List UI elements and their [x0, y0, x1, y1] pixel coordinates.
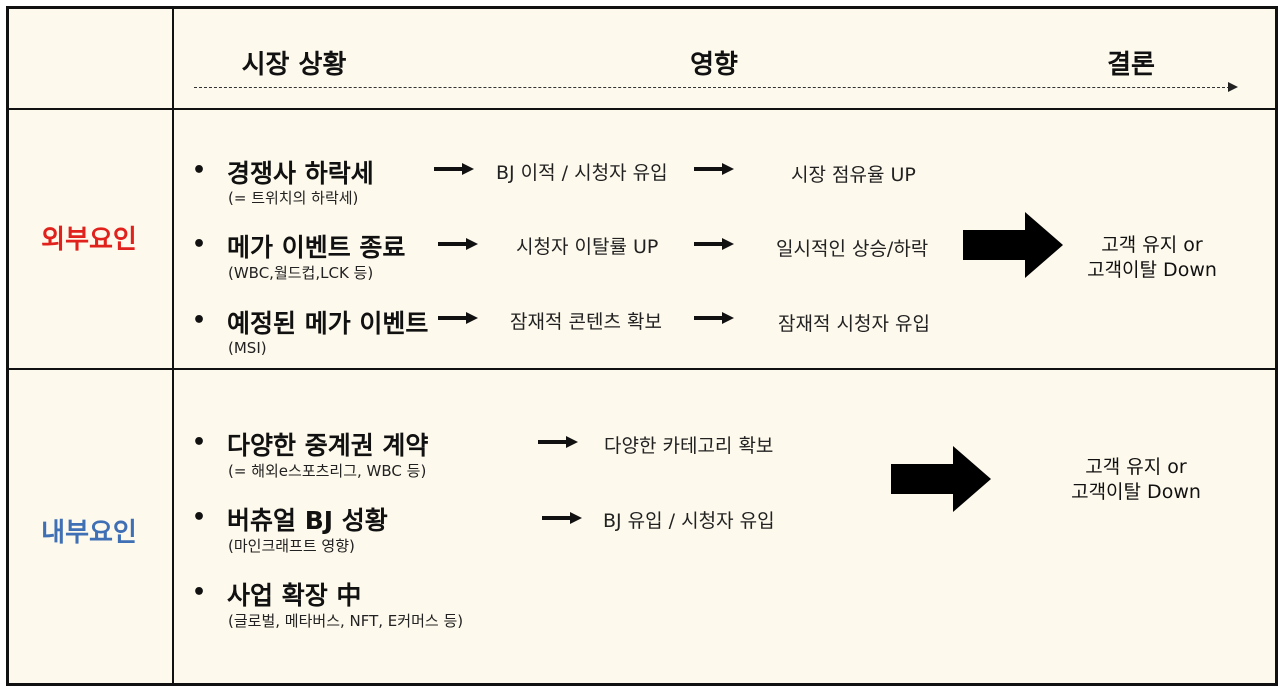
arrow-right-icon	[694, 163, 734, 175]
internal-factor-subtitle: (= 해외e스포츠리그, WBC 등)	[228, 462, 427, 480]
internal-factor-title: 사업 확장 中	[227, 581, 362, 610]
external-factor-title: 경쟁사 하락세	[227, 159, 374, 188]
arrow-right-icon	[694, 238, 734, 250]
conclusion-line-1: 고객 유지 or	[1085, 456, 1187, 478]
header-conclusion: 결론	[1107, 50, 1155, 80]
external-result: 시장 점유율 UP	[791, 164, 916, 186]
section-divider	[6, 368, 1275, 370]
arrow-right-icon	[438, 238, 478, 250]
internal-factor-title: 버츄얼 BJ 성황	[227, 506, 388, 535]
external-impact: 잠재적 콘텐츠 확보	[510, 311, 662, 333]
internal-conclusion: 고객 유지 or 고객이탈 Down	[1071, 455, 1201, 505]
external-result: 잠재적 시청자 유입	[778, 313, 930, 335]
header-divider	[6, 108, 1275, 110]
arrow-right-icon	[538, 436, 578, 448]
external-impact: 시청자 이탈률 UP	[516, 236, 659, 258]
big-arrow-right-icon	[891, 446, 991, 512]
label-column-divider	[172, 6, 174, 683]
arrow-right-icon	[542, 512, 582, 524]
external-impact: BJ 이적 / 시청자 유입	[496, 162, 668, 184]
bullet-icon: •	[192, 308, 207, 333]
bullet-icon: •	[192, 158, 207, 183]
conclusion-line-2: 고객이탈 Down	[1071, 481, 1201, 503]
internal-impact: BJ 유입 / 시청자 유입	[603, 510, 775, 532]
external-factor-subtitle: (MSI)	[228, 339, 267, 357]
internal-impact: 다양한 카테고리 확보	[604, 435, 774, 457]
big-arrow-right-icon	[963, 212, 1063, 278]
timeline-dashed-line	[194, 87, 1230, 88]
external-factor-subtitle: (= 트위치의 하락세)	[228, 189, 359, 207]
header-impact: 영향	[690, 50, 738, 80]
internal-factor-subtitle: (마인크래프트 영향)	[228, 537, 355, 555]
external-factor-subtitle: (WBC,월드컵,LCK 등)	[228, 264, 374, 282]
diagram-frame	[6, 6, 1278, 686]
arrow-right-icon	[694, 312, 734, 324]
conclusion-line-2: 고객이탈 Down	[1087, 259, 1217, 281]
bullet-icon: •	[192, 580, 207, 605]
external-factor-title: 예정된 메가 이벤트	[227, 309, 429, 338]
arrow-right-icon	[438, 312, 478, 324]
external-factor-title: 메가 이벤트 종료	[227, 233, 406, 262]
external-factors-label: 외부요인	[41, 225, 137, 255]
timeline-arrowhead-icon	[1228, 82, 1238, 92]
bullet-icon: •	[192, 430, 207, 455]
internal-factors-label: 내부요인	[41, 518, 137, 548]
bullet-icon: •	[192, 232, 207, 257]
internal-factor-subtitle: (글로벌, 메타버스, NFT, E커머스 등)	[228, 612, 464, 630]
conclusion-line-1: 고객 유지 or	[1101, 234, 1203, 256]
header-situation: 시장 상황	[241, 50, 347, 80]
internal-factor-title: 다양한 중계권 계약	[227, 431, 429, 460]
external-result: 일시적인 상승/하락	[776, 238, 929, 260]
bullet-icon: •	[192, 505, 207, 530]
arrow-right-icon	[434, 163, 474, 175]
external-conclusion: 고객 유지 or 고객이탈 Down	[1087, 233, 1217, 283]
